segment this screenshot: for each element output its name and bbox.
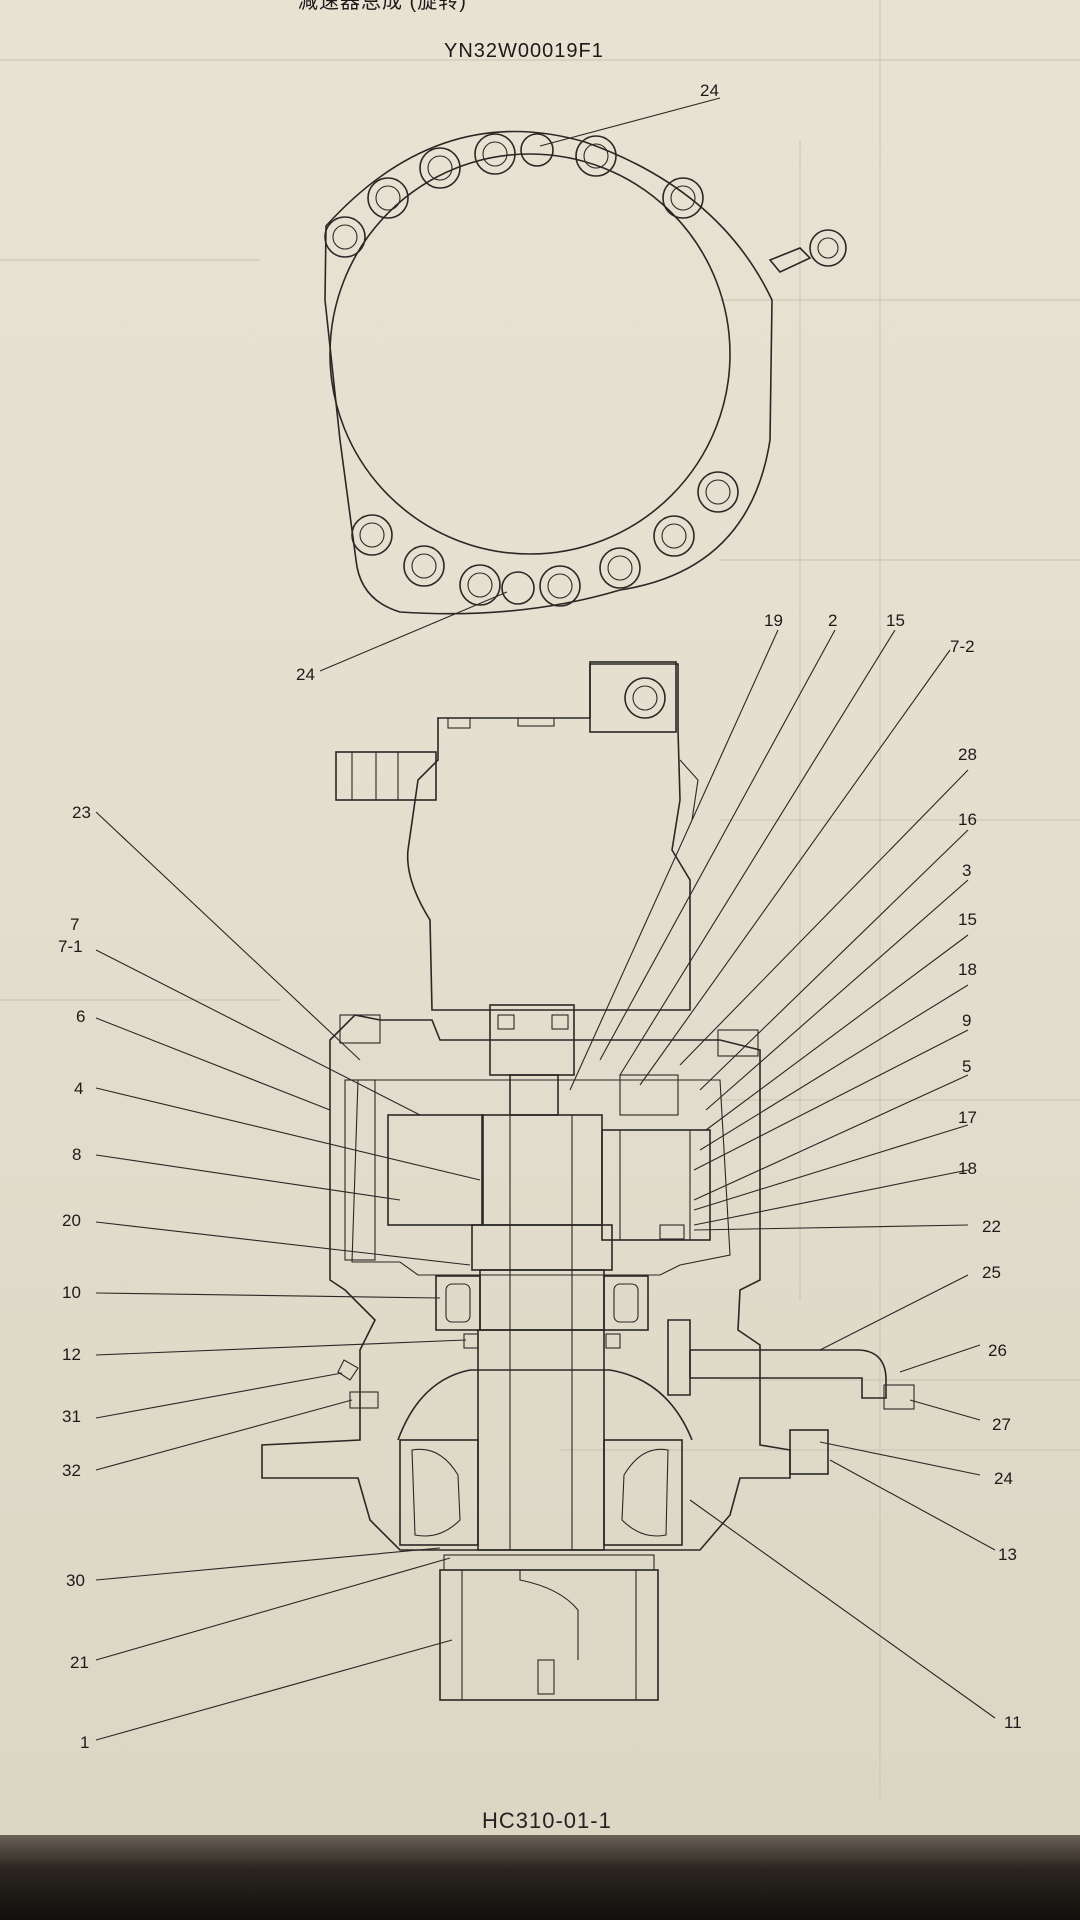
top-view-flange (324, 130, 847, 615)
callout-21: 21 (70, 1653, 89, 1672)
footer-page-code: HC310-01-1 (482, 1808, 612, 1833)
output-shaft (477, 1329, 605, 1551)
planet-gear-left (387, 1114, 484, 1226)
leader-lines (95, 97, 996, 1741)
drawing-number: YN32W00019F1 (444, 40, 604, 62)
callout-7: 7 (70, 915, 79, 934)
callout-19: 19 (764, 611, 783, 630)
callout-13: 13 (998, 1545, 1017, 1564)
bolt-holes (324, 133, 739, 607)
reducer-assembly-diagram: 减速器总成 (旋转) YN32W00019F1 (0, 0, 1080, 1833)
header-title-partial: 减速器总成 (旋转) (298, 0, 467, 13)
callout-16: 16 (958, 810, 977, 829)
callout-25: 25 (982, 1263, 1001, 1282)
drain-plug (883, 1384, 915, 1410)
table-surface (0, 1835, 1080, 1920)
callout-28: 28 (958, 745, 977, 764)
motor-top-port (589, 661, 677, 733)
callout-10: 10 (62, 1283, 81, 1302)
callout-27: 27 (992, 1415, 1011, 1434)
callout-23: 23 (72, 803, 91, 822)
callout-2: 2 (828, 611, 837, 630)
callout-22: 22 (982, 1217, 1001, 1236)
bearing-upper (435, 1275, 649, 1331)
callout-6: 6 (76, 1007, 85, 1026)
callout-17: 17 (958, 1108, 977, 1127)
callout-8: 8 (72, 1145, 81, 1164)
callout-20: 20 (62, 1211, 81, 1230)
callout-24-right: 24 (994, 1469, 1013, 1488)
paper-sheet (0, 0, 1080, 1850)
bearing-lower (399, 1439, 683, 1546)
callout-4: 4 (74, 1079, 83, 1098)
section-view (261, 661, 915, 1701)
callout-18-a: 18 (958, 960, 977, 979)
flange-bolt (789, 1429, 829, 1475)
callout-labels: 24 24 19 2 15 7-2 28 16 3 15 18 9 5 17 1… (58, 81, 1022, 1752)
output-pinion (439, 1569, 659, 1701)
callout-1: 1 (80, 1733, 89, 1752)
callout-32: 32 (62, 1461, 81, 1480)
bleed-through-grid (0, 0, 1080, 1800)
sun-gear (481, 1114, 603, 1226)
carrier (479, 1269, 605, 1331)
callout-7-2: 7-2 (950, 637, 975, 656)
callout-26: 26 (988, 1341, 1007, 1360)
callout-12: 12 (62, 1345, 81, 1364)
callout-15-b: 15 (958, 910, 977, 929)
housing-bolt (344, 1079, 376, 1261)
callout-30: 30 (66, 1571, 85, 1590)
callout-9: 9 (962, 1011, 971, 1030)
callout-15-a: 15 (886, 611, 905, 630)
planet-gear-right (601, 1129, 711, 1241)
callout-5: 5 (962, 1057, 971, 1076)
callout-24-mid: 24 (296, 665, 315, 684)
motor-side-connector (335, 751, 437, 801)
callout-24-top: 24 (700, 81, 719, 100)
callout-11: 11 (1004, 1713, 1022, 1732)
callout-7-1: 7-1 (58, 937, 83, 956)
callout-18-b: 18 (958, 1159, 977, 1178)
callout-31: 31 (62, 1407, 81, 1426)
callout-3: 3 (962, 861, 971, 880)
